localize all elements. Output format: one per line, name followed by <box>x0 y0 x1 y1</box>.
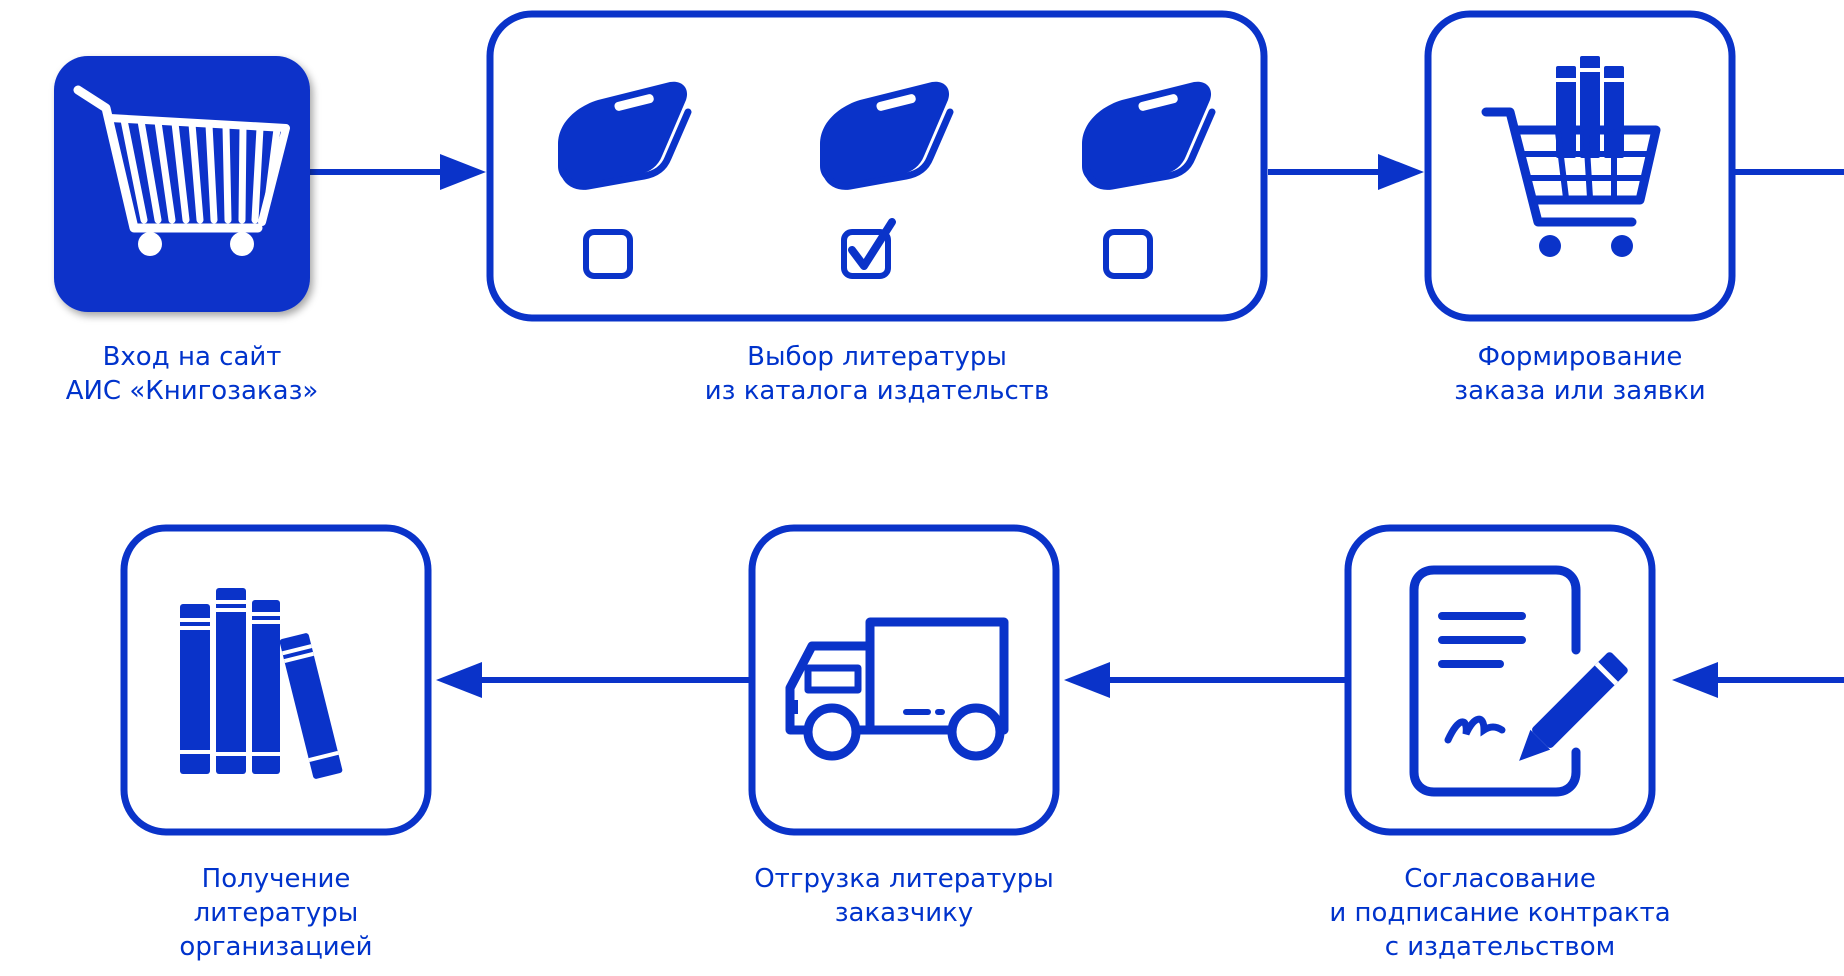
checkbox-unchecked-2[interactable] <box>1103 229 1153 279</box>
label-receive-line-3: организацией <box>179 932 373 962</box>
checkbox-checked[interactable] <box>841 218 896 279</box>
label-contract-line-3: с издательством <box>1384 932 1616 962</box>
label-login: Вход на сайт АИС «Книгозаказ» <box>32 340 352 408</box>
shopping-cart-app-icon <box>54 56 310 312</box>
label-select-line-2: из каталога издательств <box>704 376 1050 406</box>
label-shipping-line-1: Отгрузка литературы <box>754 864 1054 894</box>
label-order-line-1: Формирование <box>1477 342 1683 372</box>
delivery-truck-icon <box>748 524 1060 836</box>
contract-signing-icon <box>1344 524 1656 836</box>
label-contract-line-1: Согласование <box>1404 864 1596 894</box>
label-select-line-1: Выбор литературы <box>747 342 1007 372</box>
label-login-line-2: АИС «Книгозаказ» <box>65 376 319 406</box>
label-contract: Согласование и подписание контракта с из… <box>1290 862 1710 964</box>
checkbox-unchecked-1[interactable] <box>583 229 633 279</box>
books-icon <box>120 524 432 836</box>
label-select: Выбор литературы из каталога издательств <box>657 340 1097 408</box>
pen-icon <box>1519 652 1628 761</box>
label-receive-line-2: литературы <box>193 898 359 928</box>
label-receive: Получение литературы организацией <box>126 862 426 964</box>
arrow-contract-to-shipping <box>1064 662 1346 698</box>
label-shipping-line-2: заказчику <box>834 898 974 928</box>
connector-contract-entry <box>1672 662 1844 698</box>
arrow-shipping-to-receive <box>436 662 752 698</box>
label-contract-line-2: и подписание контракта <box>1329 898 1671 928</box>
cart-with-books-icon <box>1424 10 1736 322</box>
arrow-select-to-order <box>1268 154 1424 190</box>
label-order-line-2: заказа или заявки <box>1454 376 1706 406</box>
label-shipping: Отгрузка литературы заказчику <box>704 862 1104 930</box>
label-order: Формирование заказа или заявки <box>1400 340 1760 408</box>
label-login-line-1: Вход на сайт <box>102 342 282 372</box>
book-catalog-icon <box>486 10 1268 322</box>
label-receive-line-1: Получение <box>201 864 351 894</box>
